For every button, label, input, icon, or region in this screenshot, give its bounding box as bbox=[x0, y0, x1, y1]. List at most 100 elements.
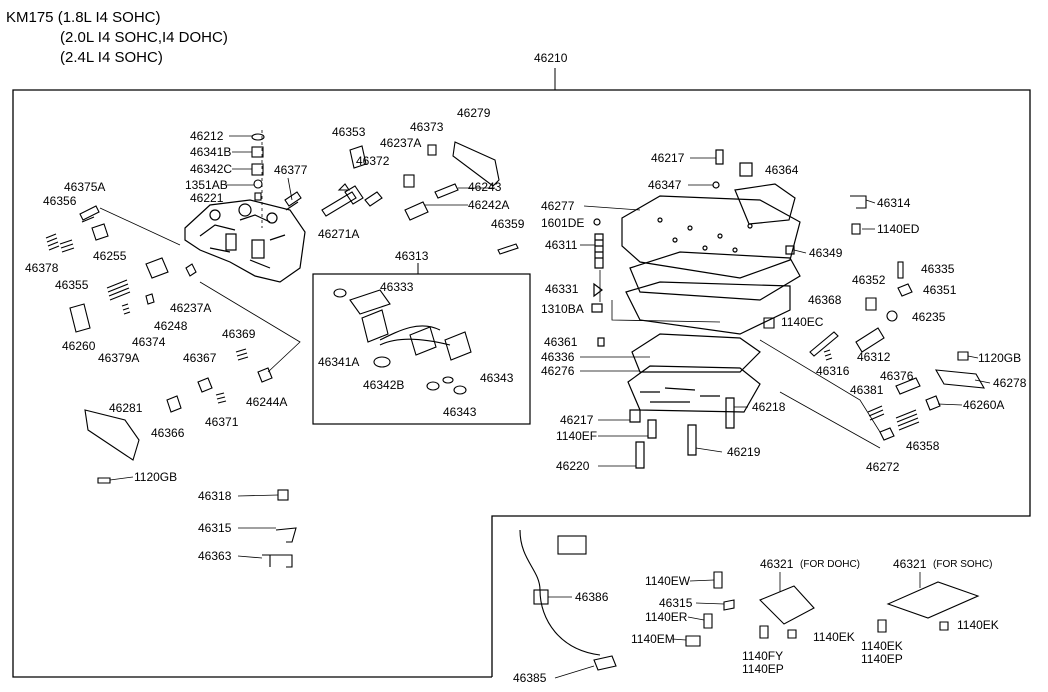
label-46260A: 46260A bbox=[963, 398, 1004, 412]
label-46363: 46363 bbox=[198, 549, 232, 563]
label-46220: 46220 bbox=[556, 459, 590, 473]
small-parts-stack bbox=[251, 133, 302, 211]
label-46219: 46219 bbox=[727, 445, 761, 459]
label-46343-a: 46343 bbox=[480, 371, 514, 385]
label-1140EK-a: 1140EK bbox=[813, 630, 855, 644]
harness-and-pans-drawing bbox=[519, 529, 980, 671]
label-46237A-top: 46237A bbox=[380, 136, 421, 150]
label-46278: 46278 bbox=[993, 376, 1027, 390]
dashed-leaders-left bbox=[99, 207, 301, 373]
label-46311: 46311 bbox=[545, 238, 578, 252]
label-46260: 46260 bbox=[62, 339, 96, 353]
label-1140EC: 1140EC bbox=[781, 315, 824, 329]
left-springs-drawing bbox=[45, 205, 273, 484]
label-46351: 46351 bbox=[923, 283, 957, 297]
label-46271A: 46271A bbox=[318, 227, 359, 241]
separator-plate-drawing bbox=[591, 149, 801, 335]
label-46277: 46277 bbox=[541, 199, 575, 213]
label-46272: 46272 bbox=[866, 460, 900, 474]
lower-valve-body-drawing bbox=[597, 333, 761, 469]
model-line-1: KM175 (1.8L I4 SOHC) bbox=[6, 9, 161, 26]
label-46316: 46316 bbox=[816, 364, 850, 378]
label-46356: 46356 bbox=[43, 194, 77, 208]
label-46279: 46279 bbox=[457, 106, 491, 120]
model-line-3: (2.4L I4 SOHC) bbox=[60, 49, 163, 66]
label-46242A: 46242A bbox=[468, 198, 509, 212]
label-46221: 46221 bbox=[190, 191, 224, 205]
note-for-sohc: (FOR SOHC) bbox=[933, 559, 992, 570]
label-46312: 46312 bbox=[857, 350, 891, 364]
label-46368: 46368 bbox=[808, 293, 842, 307]
label-1140EM: 1140EM bbox=[631, 632, 675, 646]
label-1140EK-b: 1140EK bbox=[861, 639, 903, 653]
label-46359: 46359 bbox=[491, 217, 525, 231]
label-1310BA: 1310BA bbox=[541, 302, 584, 316]
label-46361: 46361 bbox=[544, 335, 578, 349]
label-46235: 46235 bbox=[912, 310, 946, 324]
label-46243: 46243 bbox=[468, 180, 502, 194]
label-46381: 46381 bbox=[850, 383, 884, 397]
label-46377: 46377 bbox=[274, 163, 308, 177]
label-46371: 46371 bbox=[205, 415, 239, 429]
label-1601DE: 1601DE bbox=[541, 216, 584, 230]
label-46358: 46358 bbox=[906, 439, 940, 453]
label-46342B: 46342B bbox=[363, 378, 404, 392]
label-46366: 46366 bbox=[151, 426, 185, 440]
note-for-dohc: (FOR DOHC) bbox=[800, 559, 860, 570]
label-46385: 46385 bbox=[513, 671, 547, 685]
label-1140EP-a: 1140EP bbox=[742, 662, 784, 676]
label-1140FY: 1140FY bbox=[742, 649, 783, 663]
inset-box bbox=[312, 273, 531, 425]
label-46355: 46355 bbox=[55, 278, 89, 292]
label-46315-right: 46315 bbox=[659, 596, 693, 610]
label-main-assembly: 46210 bbox=[534, 51, 568, 65]
label-46276: 46276 bbox=[541, 364, 575, 378]
label-46212: 46212 bbox=[190, 129, 224, 143]
upper-valve-body-drawing bbox=[184, 130, 306, 283]
label-inset: 46313 bbox=[395, 249, 429, 263]
label-46281: 46281 bbox=[109, 401, 143, 415]
label-46314: 46314 bbox=[877, 196, 911, 210]
label-1140EK-c: 1140EK bbox=[957, 618, 999, 632]
label-1351AB: 1351AB bbox=[185, 178, 228, 192]
part-labels: 46212 46341B 46342C 1351AB 46221 46377 4… bbox=[25, 106, 1027, 685]
label-46342C: 46342C bbox=[190, 162, 232, 176]
label-46347: 46347 bbox=[648, 178, 682, 192]
label-46318: 46318 bbox=[198, 489, 232, 503]
label-1140ER: 1140ER bbox=[645, 610, 688, 624]
label-46373: 46373 bbox=[410, 120, 444, 134]
label-1140EP-b: 1140EP bbox=[861, 652, 903, 666]
label-46353: 46353 bbox=[332, 125, 366, 139]
label-46333: 46333 bbox=[380, 280, 414, 294]
label-46321-dohc: 46321 bbox=[760, 557, 794, 571]
bottom-left-brackets-drawing bbox=[262, 489, 297, 568]
label-46364: 46364 bbox=[765, 163, 799, 177]
label-46369: 46369 bbox=[222, 327, 256, 341]
leader-lines bbox=[109, 135, 991, 679]
dashed-leaders-right bbox=[599, 270, 881, 449]
solenoid-assembly-drawing bbox=[333, 288, 472, 395]
label-46217-top: 46217 bbox=[651, 151, 685, 165]
label-1140EF: 1140EF bbox=[556, 429, 597, 443]
label-46341A: 46341A bbox=[318, 355, 359, 369]
label-46375A: 46375A bbox=[64, 180, 105, 194]
label-46372: 46372 bbox=[356, 154, 390, 168]
label-46255: 46255 bbox=[93, 249, 127, 263]
label-46343-b: 46343 bbox=[443, 405, 477, 419]
assembly-frame bbox=[12, 89, 1031, 678]
label-1140ED: 1140ED bbox=[877, 222, 920, 236]
label-46244A: 46244A bbox=[246, 395, 287, 409]
label-46376: 46376 bbox=[880, 369, 914, 383]
label-46352: 46352 bbox=[852, 273, 886, 287]
label-1140EW: 1140EW bbox=[645, 574, 691, 588]
label-46237A-mid: 46237A bbox=[170, 301, 211, 315]
label-46378: 46378 bbox=[25, 261, 59, 275]
label-46336: 46336 bbox=[541, 350, 575, 364]
label-1120GB-right: 1120GB bbox=[978, 351, 1021, 365]
label-46374: 46374 bbox=[132, 335, 166, 349]
label-46315-left: 46315 bbox=[198, 521, 232, 535]
label-46321-sohc: 46321 bbox=[893, 557, 927, 571]
top-middle-parts-drawing bbox=[321, 141, 519, 255]
label-46341B: 46341B bbox=[190, 145, 231, 159]
